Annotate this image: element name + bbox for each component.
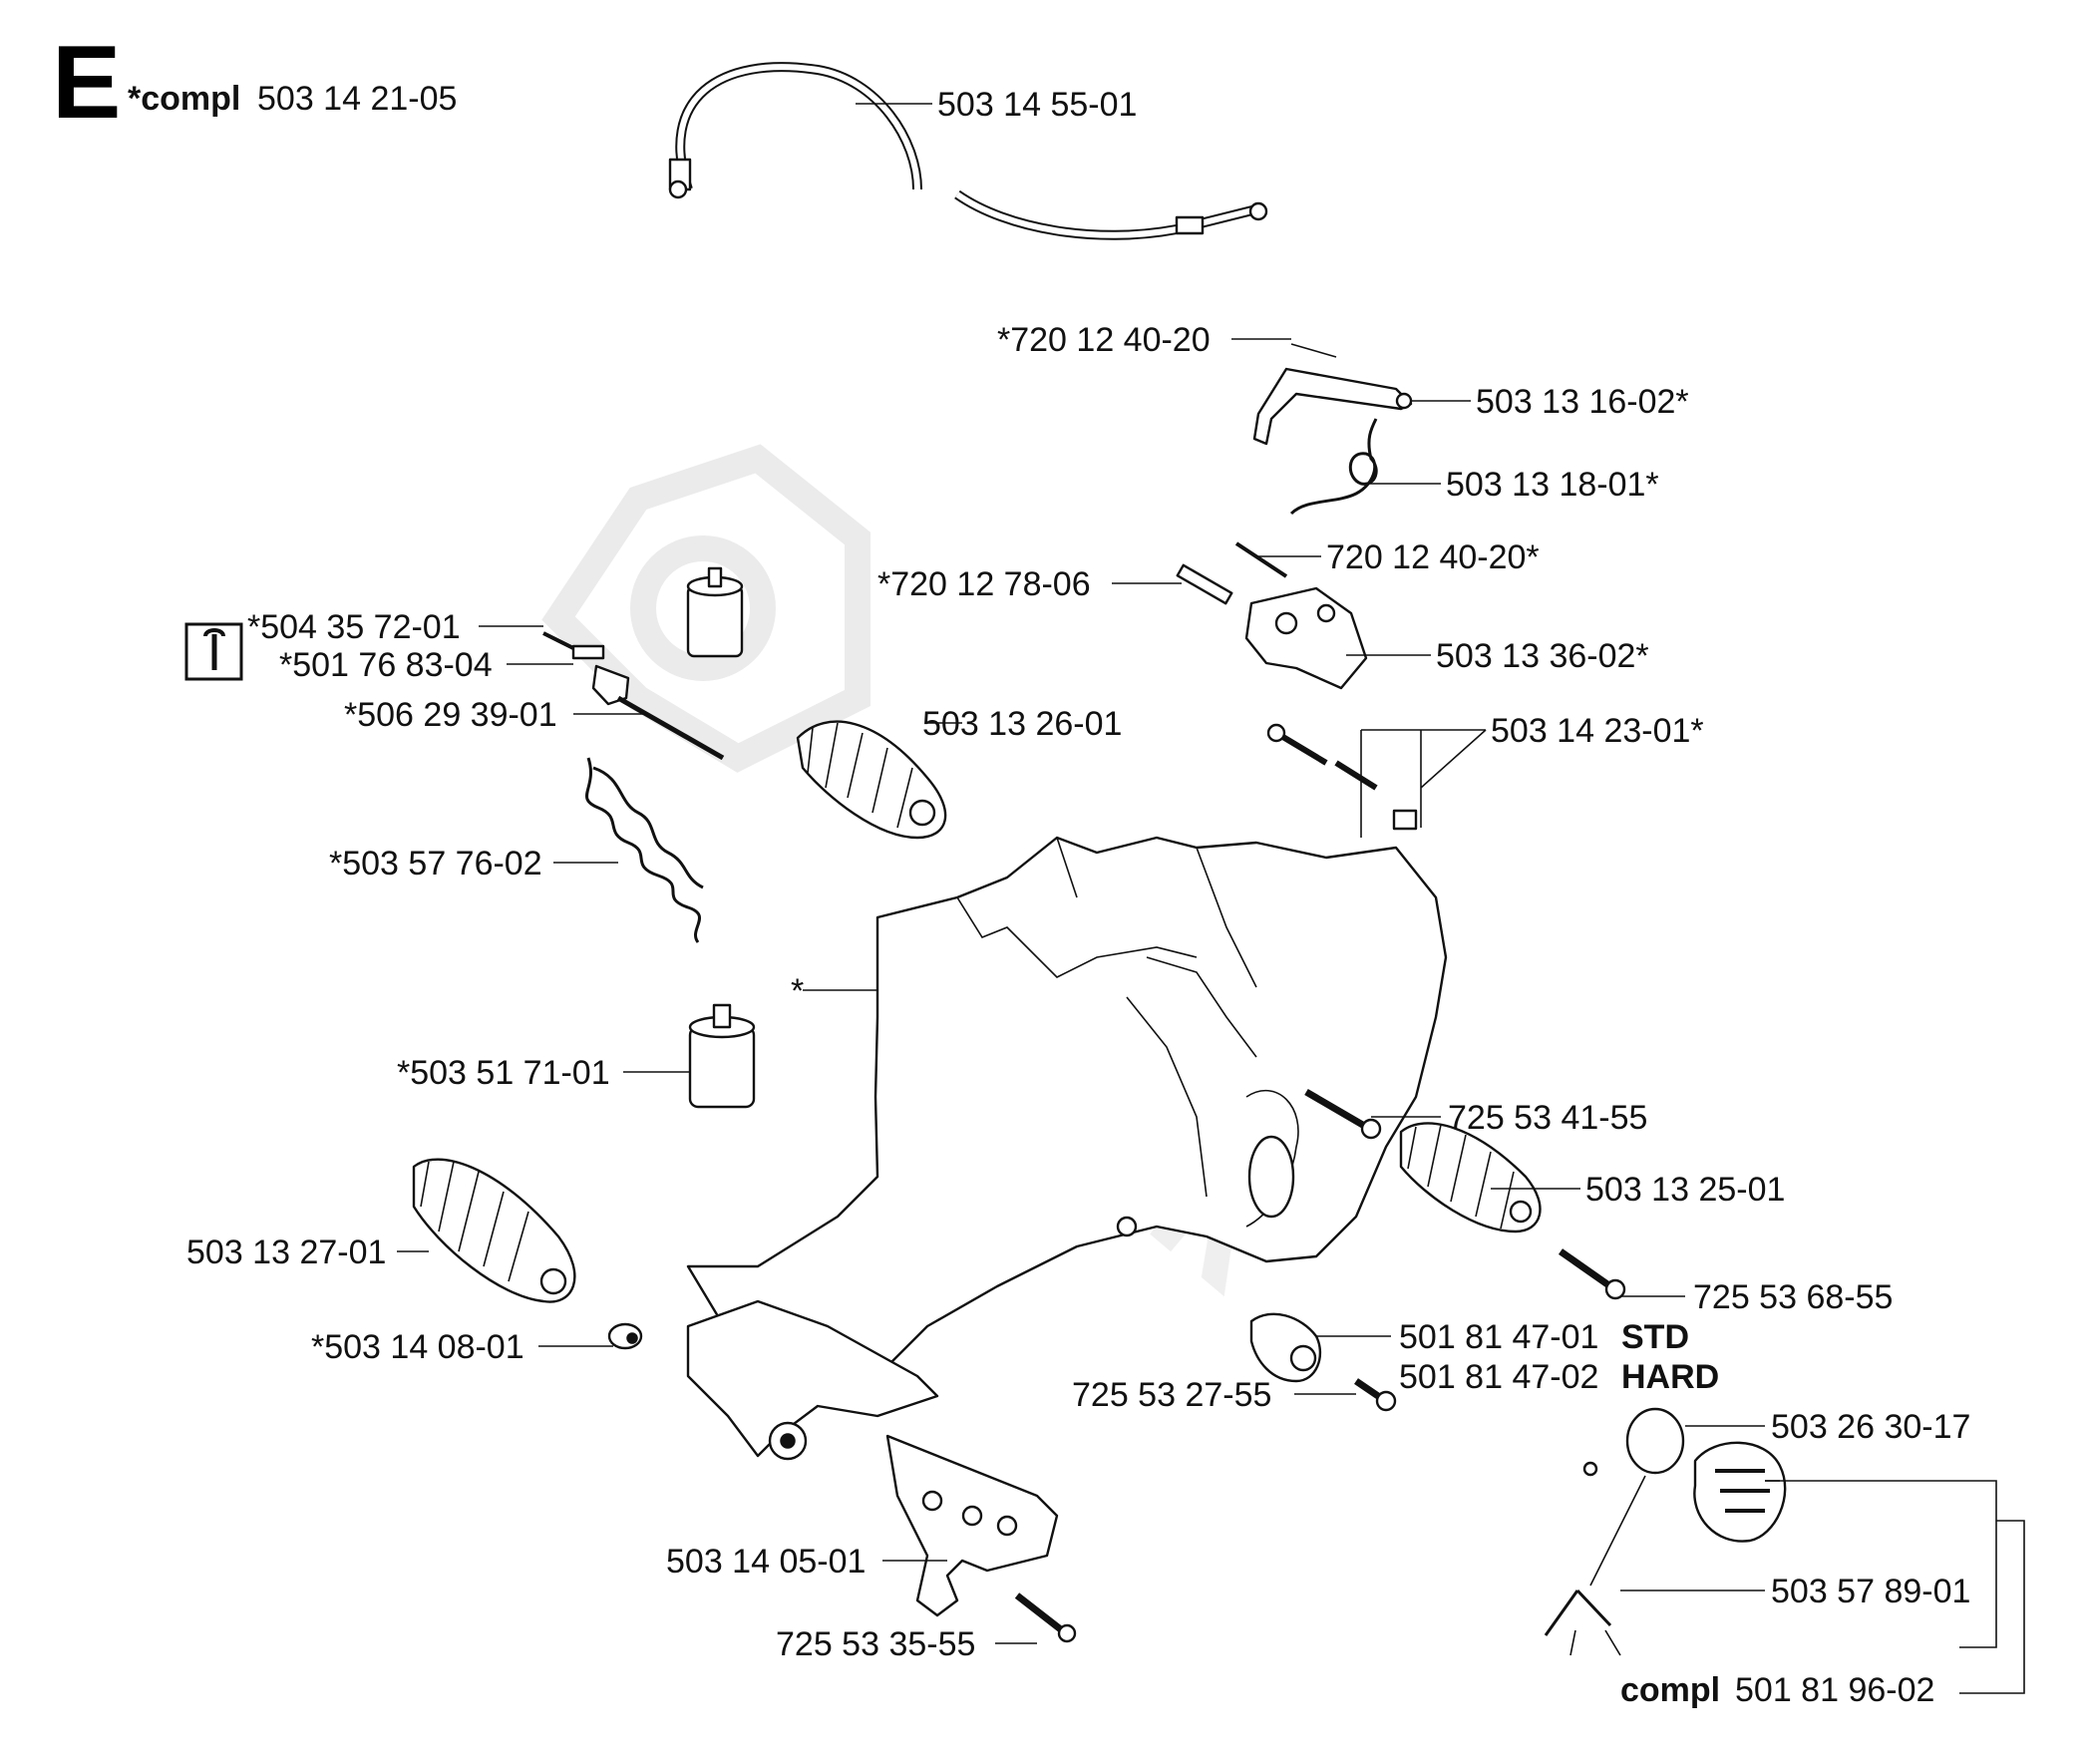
- leader-lines: [397, 103, 2025, 1694]
- label-504-35-72-01: *504 35 72-01: [247, 608, 461, 646]
- section-compl-number: 503 14 21-05: [257, 80, 457, 118]
- coil-spring-part: [585, 757, 704, 943]
- label-503-14-05-01: 503 14 05-01: [666, 1543, 866, 1581]
- label-503-13-26-01: 503 13 26-01: [922, 705, 1122, 743]
- label-503-14-08-01: *503 14 08-01: [311, 1328, 524, 1366]
- oil-cap-part: [1544, 1407, 1787, 1656]
- label-503-51-71-01: *503 51 71-01: [397, 1054, 610, 1092]
- label-503-14-55-01: 503 14 55-01: [937, 86, 1137, 124]
- lever-part: [1252, 343, 1413, 446]
- label-501-81-47-01: 501 81 47-01: [1399, 1318, 1598, 1356]
- wrench-icon: [184, 622, 243, 681]
- label-503-57-89-01: 503 57 89-01: [1771, 1573, 1970, 1610]
- buffer-top-part: [796, 720, 947, 840]
- buffer-lower-left-part: [412, 1158, 576, 1303]
- label-720-12-78-06: *720 12 78-06: [877, 565, 1091, 603]
- label-503-13-18-01: 503 13 18-01*: [1446, 466, 1659, 504]
- bracket-part: [686, 1299, 1059, 1617]
- throttle-cable-part: [668, 62, 1268, 240]
- label-503-13-25-01: 503 13 25-01: [1585, 1171, 1785, 1209]
- label-501-81-47-01-tag: STD: [1621, 1318, 1689, 1356]
- label-725-53-68-55: 725 53 68-55: [1693, 1278, 1893, 1316]
- section-letter: E: [52, 25, 121, 141]
- label-star: *: [791, 972, 804, 1010]
- label-506-29-39-01: *506 29 39-01: [344, 696, 557, 734]
- anti-vibration-part: [1249, 1312, 1322, 1383]
- label-720-12-40-20-a: *720 12 40-20: [997, 321, 1211, 359]
- part-labels: 503 14 55-01 *720 12 40-20 503 13 16-02*…: [186, 86, 1970, 1709]
- fuel-filter-part: [686, 566, 756, 1109]
- label-503-13-36-02: 503 13 36-02*: [1436, 637, 1649, 675]
- label-725-53-35-55: 725 53 35-55: [776, 1625, 975, 1663]
- label-725-53-41-55: 725 53 41-55: [1448, 1099, 1647, 1137]
- screw-set-part: [1266, 723, 1418, 831]
- label-503-26-30-17: 503 26 30-17: [1771, 1408, 1970, 1446]
- label-501-76-83-04: *501 76 83-04: [279, 646, 493, 684]
- label-501-81-47-02-tag: HARD: [1621, 1358, 1719, 1396]
- label-503-57-76-02: *503 57 76-02: [329, 845, 542, 882]
- spring-part: [1289, 418, 1378, 516]
- label-503-14-23-01: 503 14 23-01*: [1491, 712, 1704, 750]
- label-720-12-40-20-b: 720 12 40-20*: [1326, 538, 1540, 576]
- label-compl-bottom-prefix: compl: [1620, 1671, 1720, 1709]
- buffer-right-part: [1399, 1122, 1542, 1234]
- label-compl-bottom-number: 501 81 96-02: [1735, 1671, 1934, 1709]
- label-501-81-47-02: 501 81 47-02: [1399, 1358, 1598, 1396]
- tank-housing-part: [686, 836, 1448, 1398]
- washer-part: [607, 1322, 643, 1350]
- label-725-53-27-55: 725 53 27-55: [1072, 1376, 1271, 1414]
- needle-screw-part: [542, 631, 725, 761]
- label-503-13-16-02: 503 13 16-02*: [1476, 383, 1689, 421]
- section-compl-prefix: *compl: [128, 80, 240, 118]
- label-503-13-27-01: 503 13 27-01: [186, 1234, 386, 1271]
- trigger-part: [1176, 541, 1368, 690]
- bolt-parts: [1014, 1088, 1626, 1643]
